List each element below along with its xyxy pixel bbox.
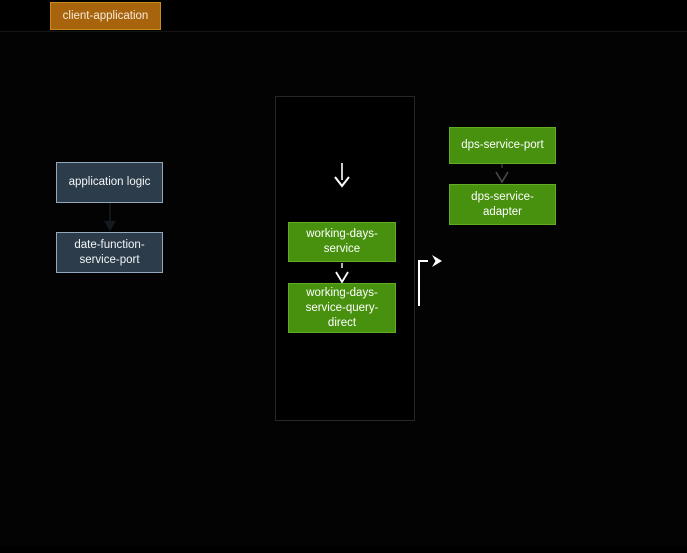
node-working-days-service[interactable]: working-days- service: [288, 222, 396, 262]
node-application-logic[interactable]: application logic: [56, 162, 163, 203]
node-dps-service-adapter[interactable]: dps-service- adapter: [449, 184, 556, 225]
node-date-function-service-port[interactable]: date-function- service-port: [56, 232, 163, 273]
node-working-days-service-query-direct[interactable]: working-days- service-query- direct: [288, 283, 396, 333]
node-client-application[interactable]: client-application: [50, 2, 161, 30]
node-dps-service-port[interactable]: dps-service-port: [449, 127, 556, 164]
